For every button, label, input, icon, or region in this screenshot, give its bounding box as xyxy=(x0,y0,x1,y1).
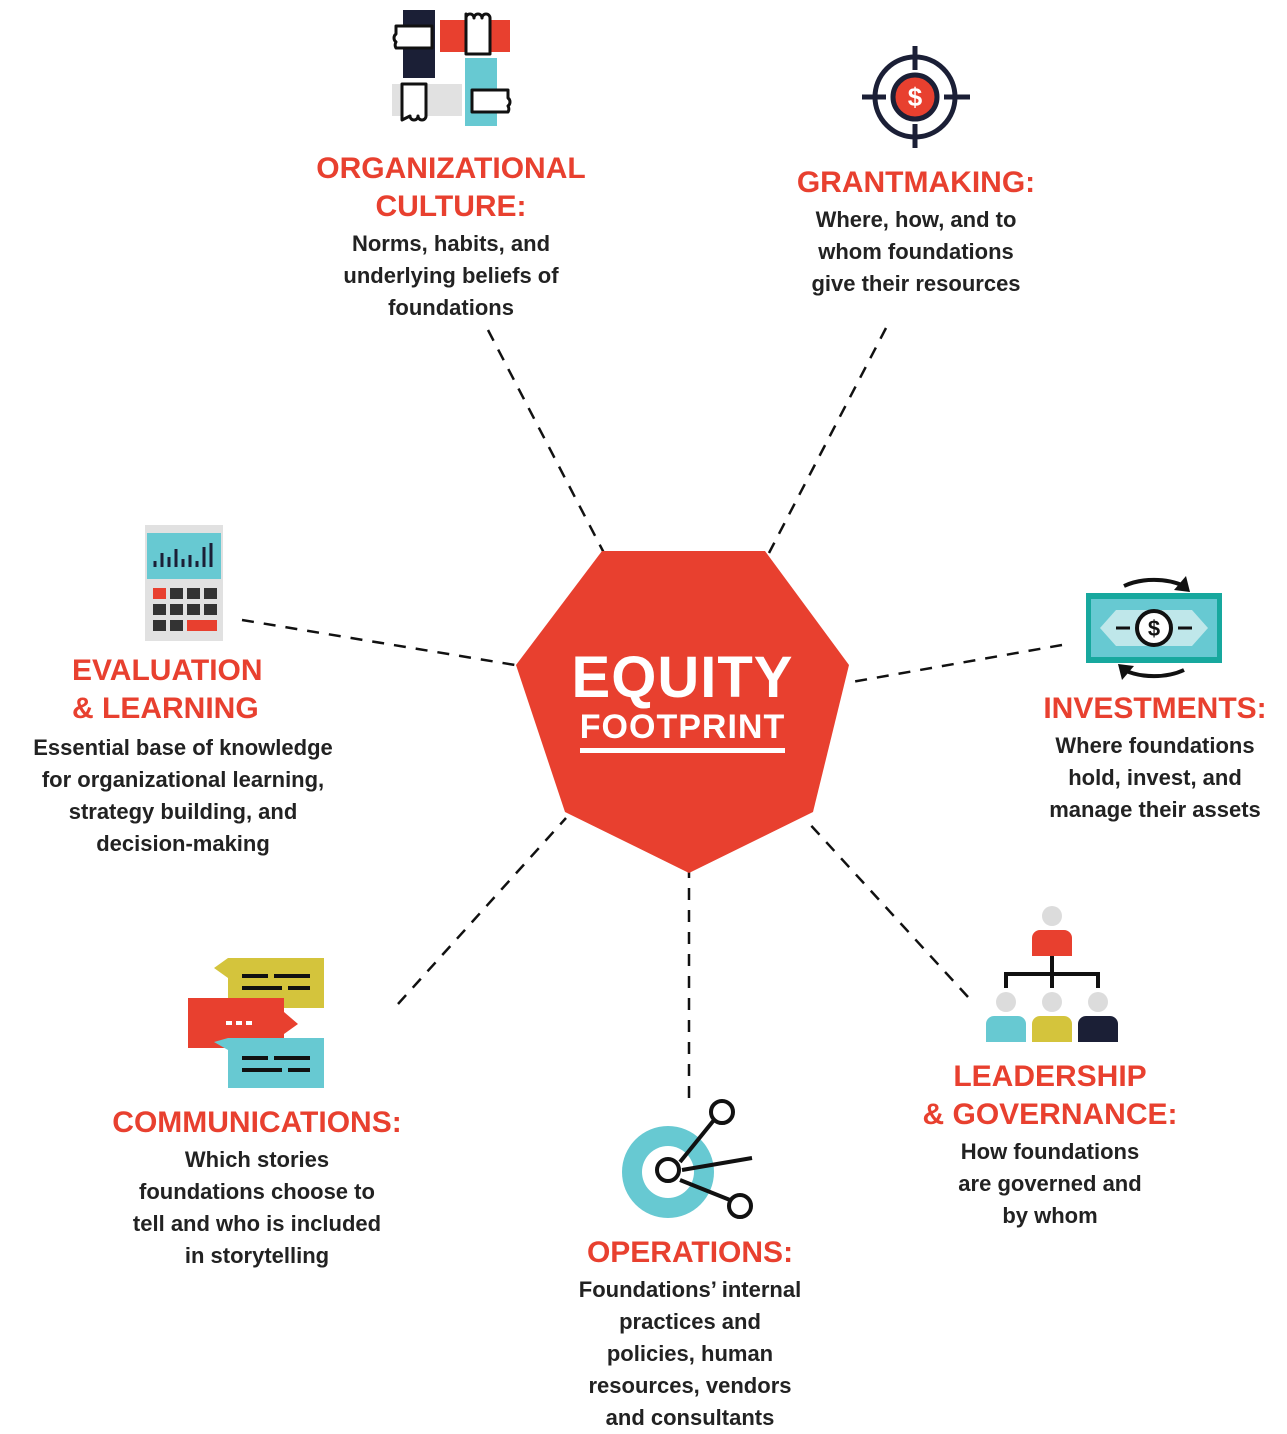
culture-desc-line: Norms, habits, and xyxy=(351,231,551,256)
evaluation-desc-line: for organizational learning, xyxy=(41,767,325,792)
operations-title: OPERATIONS: xyxy=(586,1236,794,1269)
chat-bubbles-icon xyxy=(188,958,324,1088)
evaluation-desc-line: strategy building, and xyxy=(68,799,298,824)
investments-title: INVESTMENTS: xyxy=(1043,692,1267,725)
culture-title-2: CULTURE: xyxy=(375,190,527,223)
investments-desc-line: hold, invest, and xyxy=(1068,765,1242,790)
evaluation-title-2: & LEARNING xyxy=(72,692,259,725)
culture-desc-line: foundations xyxy=(388,295,514,320)
operations-desc: Foundations’ internal practices and poli… xyxy=(540,1274,840,1434)
grantmaking-desc-line: whom foundations xyxy=(818,239,1014,264)
equity-footprint-heptagon xyxy=(516,551,849,873)
grantmaking-desc-line: give their resources xyxy=(811,271,1021,296)
node-culture: ORGANIZATIONAL CULTURE: Norms, habits, a… xyxy=(296,150,606,324)
center-title: EQUITY FOOTPRINT xyxy=(560,648,805,753)
leadership-desc: How foundations are governed and by whom xyxy=(900,1136,1200,1232)
money-cycle-icon: $ xyxy=(1086,576,1222,680)
investments-desc-line: manage their assets xyxy=(1049,797,1261,822)
communications-desc-line: Which stories xyxy=(184,1147,330,1172)
operations-desc-line: resources, vendors xyxy=(588,1373,792,1398)
investments-desc-line: Where foundations xyxy=(1055,733,1255,758)
svg-text:$: $ xyxy=(1148,616,1160,641)
investments-desc: Where foundations hold, invest, and mana… xyxy=(1026,730,1284,826)
line-grantmaking xyxy=(767,327,888,554)
share-network-icon xyxy=(622,1099,753,1219)
line-culture xyxy=(486,329,606,554)
calculator-chart-icon xyxy=(145,525,223,641)
leadership-desc-line: How foundations xyxy=(960,1139,1140,1164)
svg-text:$: $ xyxy=(908,82,923,112)
leadership-title-2: & GOVERNANCE: xyxy=(922,1098,1178,1131)
node-communications: COMMUNICATIONS: Which stories foundation… xyxy=(96,1104,418,1272)
operations-desc-line: and consultants xyxy=(605,1405,775,1430)
leadership-title-1: LEADERSHIP xyxy=(953,1060,1147,1093)
line-communications xyxy=(397,817,567,1005)
line-evaluation xyxy=(241,618,516,667)
evaluation-desc-line: Essential base of knowledge xyxy=(33,735,333,760)
line-leadership xyxy=(805,819,969,998)
node-investments: INVESTMENTS: Where foundations hold, inv… xyxy=(1026,690,1284,826)
node-operations: OPERATIONS: Foundations’ internal practi… xyxy=(540,1234,840,1434)
evaluation-title-1: EVALUATION xyxy=(72,654,263,687)
culture-title-1: ORGANIZATIONAL xyxy=(316,152,586,185)
center-title-line2: FOOTPRINT xyxy=(579,708,786,753)
grantmaking-desc-line: Where, how, and to xyxy=(815,207,1017,232)
org-chart-icon xyxy=(986,906,1118,1042)
communications-desc: Which stories foundations choose to tell… xyxy=(96,1144,418,1272)
operations-desc-line: policies, human xyxy=(606,1341,774,1366)
node-evaluation: Essential base of knowledge for organiza… xyxy=(4,730,362,860)
center-title-line1: EQUITY xyxy=(571,645,794,710)
culture-desc-line: underlying beliefs of xyxy=(343,263,559,288)
target-dollar-icon: $ xyxy=(862,46,970,148)
evaluation-desc-line: decision-making xyxy=(96,831,270,856)
node-grantmaking: GRANTMAKING: Where, how, and to whom fou… xyxy=(756,164,1076,300)
node-evaluation-title: EVALUATION & LEARNING xyxy=(72,652,282,728)
grantmaking-desc: Where, how, and to whom foundations give… xyxy=(756,204,1076,300)
hands-icon xyxy=(392,10,512,126)
leadership-desc-line: by whom xyxy=(1002,1203,1098,1228)
communications-desc-line: in storytelling xyxy=(184,1243,330,1268)
evaluation-desc: Essential base of knowledge for organiza… xyxy=(4,732,362,860)
operations-desc-line: practices and xyxy=(619,1309,761,1334)
node-leadership: LEADERSHIP & GOVERNANCE: How foundations… xyxy=(900,1058,1200,1232)
grantmaking-title: GRANTMAKING: xyxy=(796,166,1036,199)
operations-desc-line: Foundations’ internal xyxy=(578,1277,802,1302)
culture-desc: Norms, habits, and underlying beliefs of… xyxy=(296,228,606,324)
communications-desc-line: foundations choose to xyxy=(139,1179,375,1204)
communications-desc-line: tell and who is included xyxy=(132,1211,382,1236)
communications-title: COMMUNICATIONS: xyxy=(112,1106,402,1139)
line-investments xyxy=(845,643,1063,685)
leadership-desc-line: are governed and xyxy=(958,1171,1142,1196)
